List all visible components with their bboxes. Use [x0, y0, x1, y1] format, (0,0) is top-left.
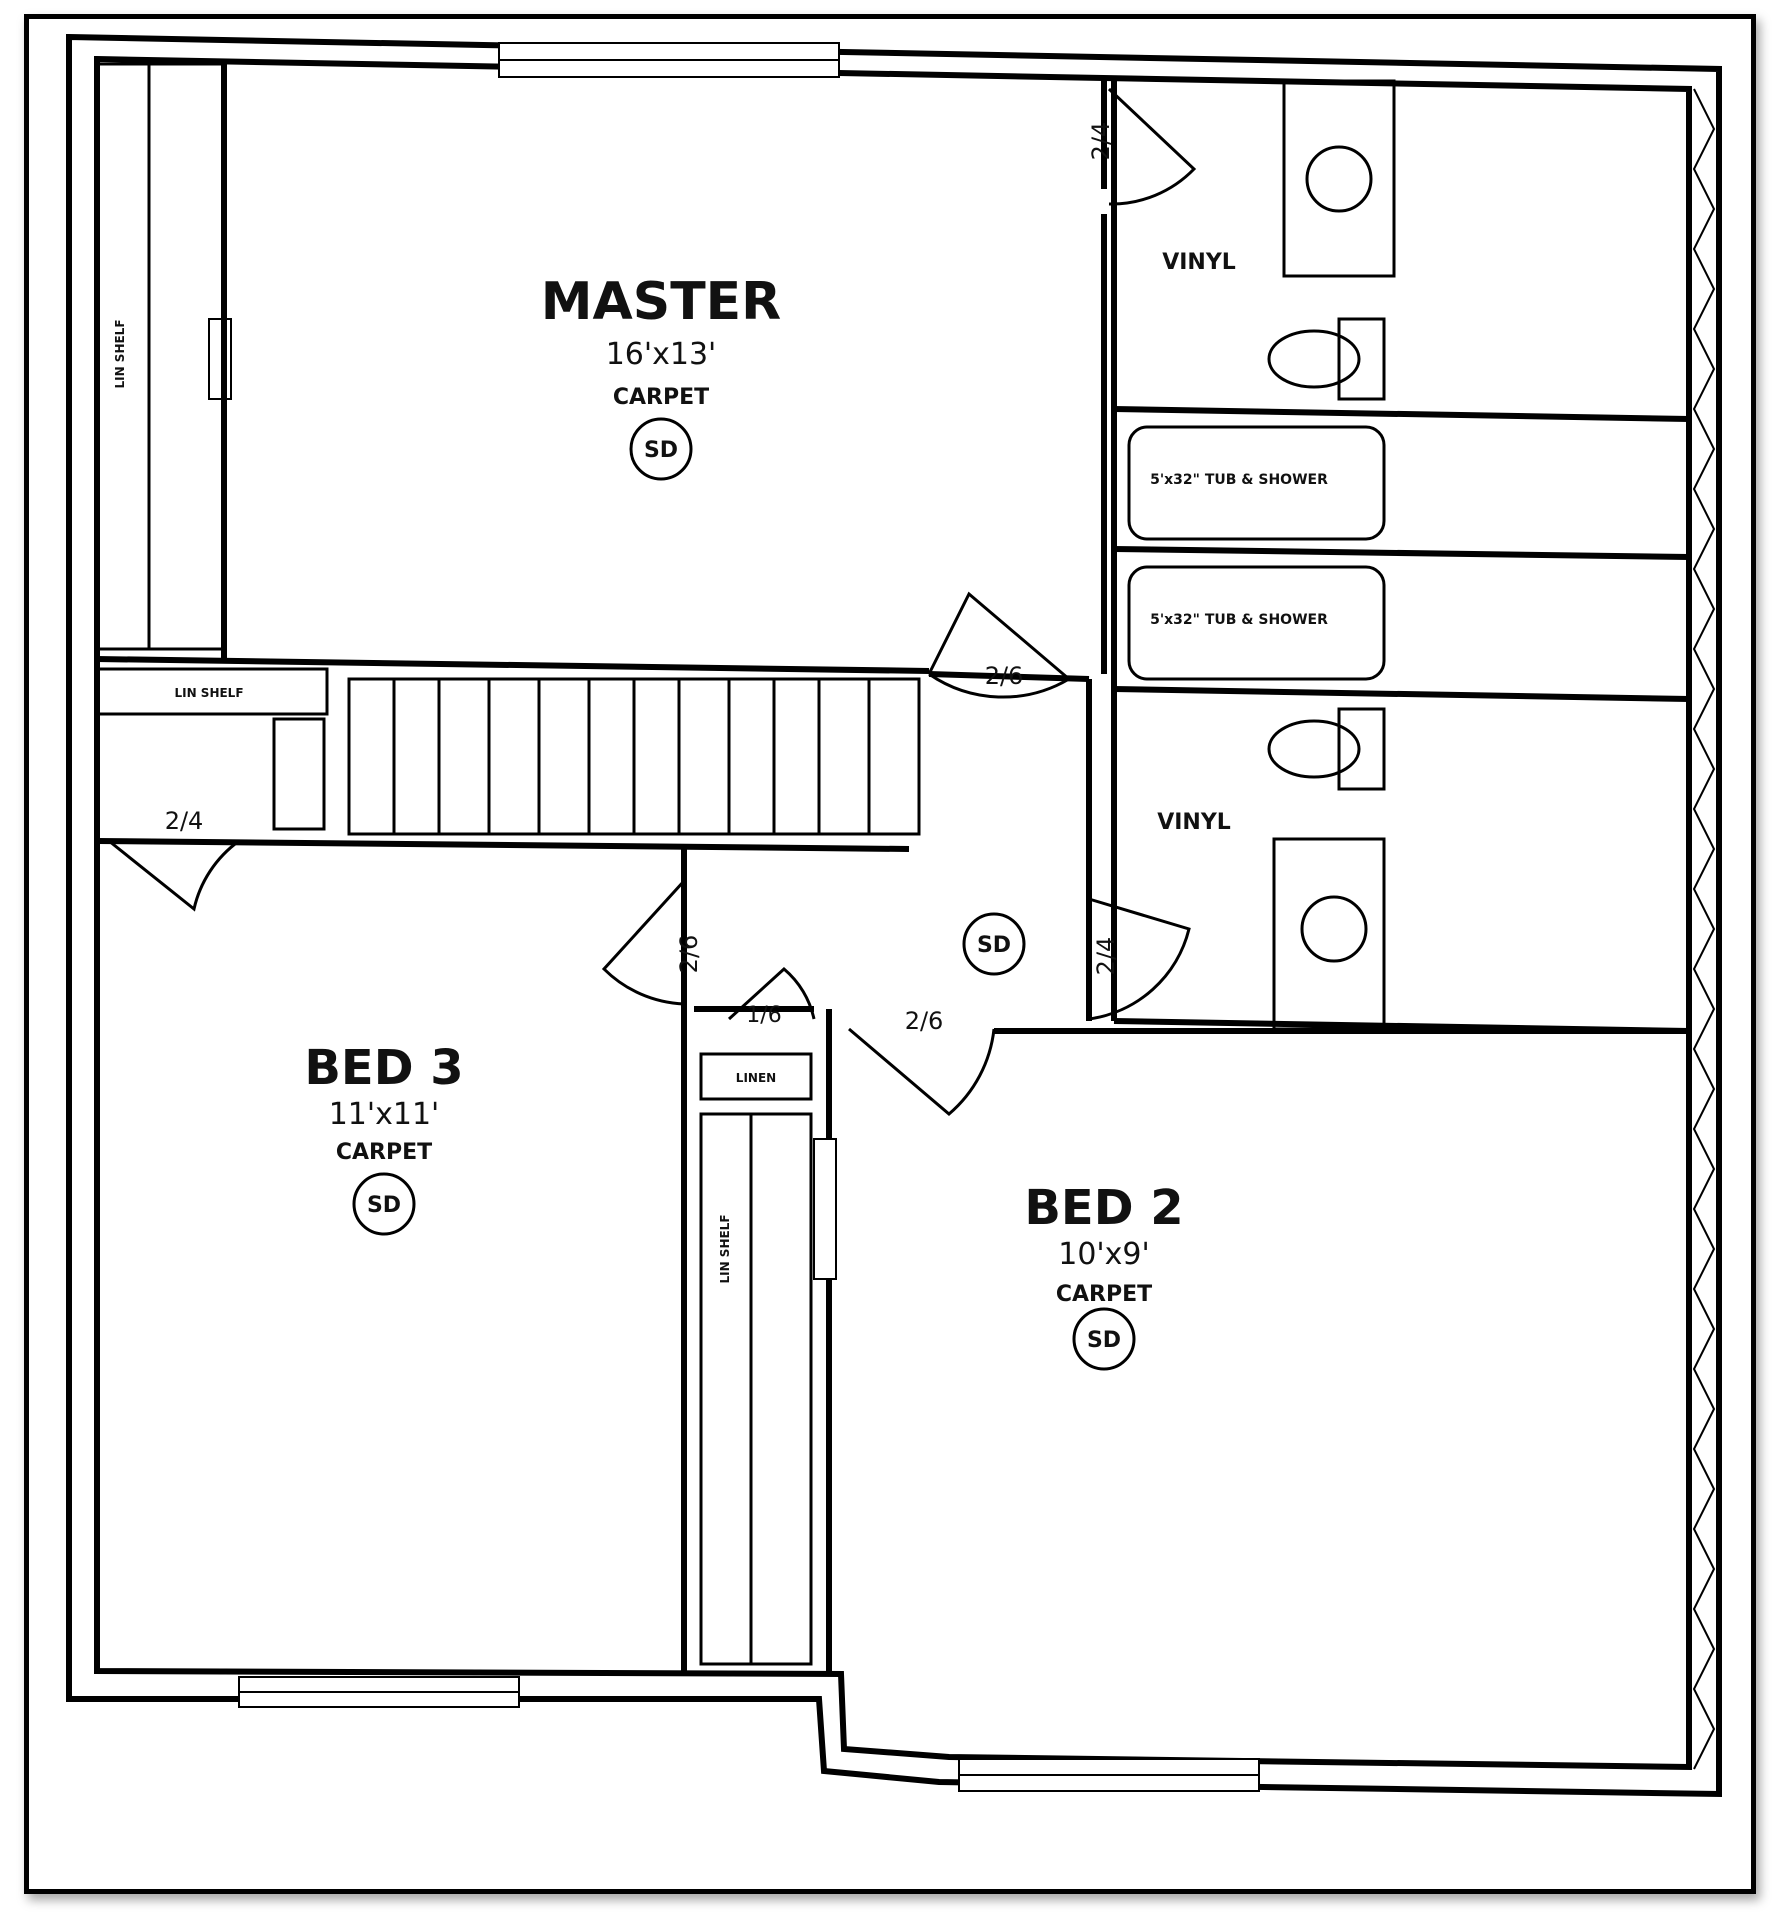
windows [238, 42, 1260, 1792]
master-walls [96, 59, 1107, 674]
svg-text:2/4: 2/4 [1087, 122, 1115, 161]
svg-text:10'x9': 10'x9' [1058, 1237, 1150, 1272]
floor-plan-drawing: LIN SHELF [66, 33, 1722, 1798]
svg-text:16'x13': 16'x13' [606, 337, 717, 372]
svg-text:VINYL: VINYL [1162, 250, 1236, 275]
svg-text:CARPET: CARPET [1056, 1282, 1152, 1307]
svg-text:CARPET: CARPET [336, 1140, 432, 1165]
svg-text:BED 3: BED 3 [304, 1040, 463, 1096]
svg-text:2/6: 2/6 [985, 662, 1024, 690]
svg-text:LIN SHELF: LIN SHELF [113, 319, 127, 388]
svg-text:1/6: 1/6 [746, 1003, 781, 1028]
svg-text:CARPET: CARPET [613, 385, 709, 410]
svg-text:5'x32" TUB & SHOWER: 5'x32" TUB & SHOWER [1150, 472, 1328, 488]
stairs [347, 677, 921, 836]
door-swings [108, 87, 1197, 1116]
svg-text:2/6: 2/6 [675, 935, 703, 974]
hall-smoke-detector: SD [962, 912, 1026, 976]
svg-text:LIN SHELF: LIN SHELF [174, 686, 243, 700]
svg-text:BED 2: BED 2 [1024, 1180, 1183, 1236]
svg-text:SD: SD [367, 1193, 401, 1218]
bed3-closet: LIN SHELF [95, 667, 910, 852]
door-labels: 2/4 2/6 2/4 2/6 1/6 2/6 2/4 [165, 122, 1120, 1035]
floor-plan-sheet: LIN SHELF [24, 14, 1756, 1894]
room-master: MASTER 16'x13' CARPET SD [541, 272, 781, 481]
svg-text:LINEN: LINEN [736, 1071, 776, 1085]
exterior-walls [66, 33, 1722, 1798]
bath-labels: VINYL 5'x32" TUB & SHOWER 5'x32" TUB & S… [1150, 250, 1328, 835]
svg-text:VINYL: VINYL [1157, 810, 1231, 835]
interior-walls [681, 671, 1689, 1674]
svg-text:2/4: 2/4 [1092, 937, 1120, 976]
room-bed2: BED 2 10'x9' CARPET SD [1024, 1180, 1184, 1371]
svg-text:SD: SD [1087, 1328, 1121, 1353]
svg-text:5'x32" TUB & SHOWER: 5'x32" TUB & SHOWER [1150, 612, 1328, 628]
svg-text:2/4: 2/4 [165, 807, 204, 835]
svg-text:SD: SD [977, 933, 1011, 958]
svg-text:SD: SD [644, 438, 678, 463]
svg-text:11'x11': 11'x11' [329, 1097, 440, 1132]
svg-text:LIN SHELF: LIN SHELF [718, 1214, 732, 1283]
bathrooms [1111, 79, 1716, 1770]
master-closet: LIN SHELF [97, 62, 232, 651]
svg-text:MASTER: MASTER [541, 272, 781, 332]
linen-closet: LINEN LIN SHELF [699, 1052, 837, 1666]
room-bed3: BED 3 11'x11' CARPET SD [304, 1040, 464, 1236]
svg-text:2/6: 2/6 [905, 1007, 944, 1035]
